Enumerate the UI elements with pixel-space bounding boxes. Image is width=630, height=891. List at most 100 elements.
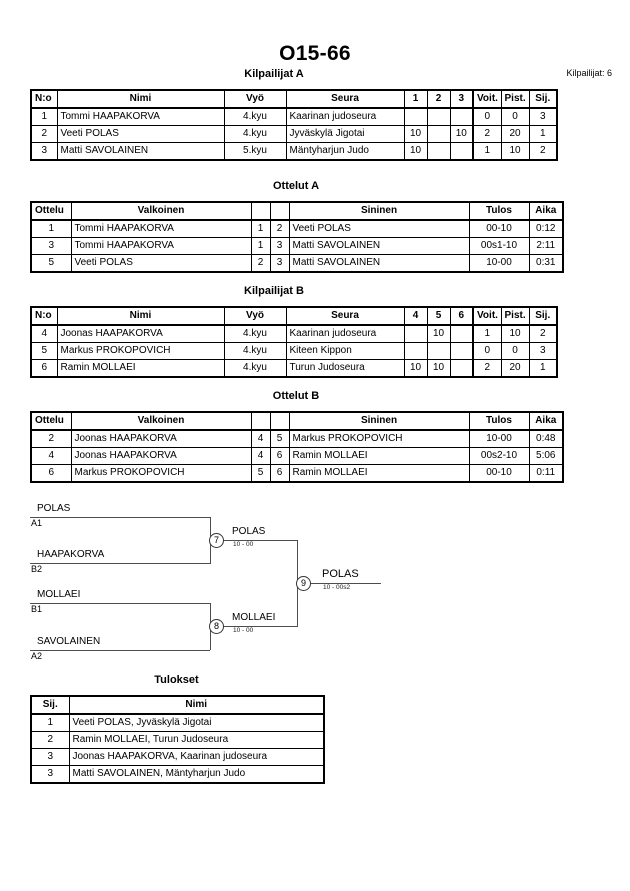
table-row: 3 Tommi HAAPAKORVA 1 3 Matti SAVOLAINEN … (30, 237, 564, 255)
cell-rank: 2 (528, 324, 558, 343)
col-match-1: 1 (403, 89, 428, 109)
cell-points: 20 (500, 125, 530, 143)
cell-result: 10-00 (468, 254, 530, 273)
col-rank: Sij. (528, 89, 558, 109)
cell-white-no: 4 (250, 447, 271, 465)
cell-blue-no: 2 (269, 219, 290, 238)
col-club: Seura (285, 306, 405, 326)
cell-rank: 3 (528, 107, 558, 126)
cell-belt: 4.kyu (223, 359, 287, 378)
cell-wins: 0 (472, 342, 502, 360)
col-points: Pist. (500, 306, 530, 326)
cell-match-2 (426, 142, 451, 161)
cell-rank: 1 (528, 125, 558, 143)
cell-club: Kaarinan judoseura (285, 107, 405, 126)
table-row: 2 Veeti POLAS 4.kyu Jyväskylä Jigotai 10… (30, 125, 558, 143)
cell-match-1: 10 (403, 142, 428, 161)
cell-no: 3 (30, 142, 58, 161)
cell-wins: 2 (472, 125, 502, 143)
table-row: 1 Veeti POLAS, Jyväskylä Jigotai (30, 713, 325, 732)
cell-match-5: 10 (426, 359, 451, 378)
cell-belt: 4.kyu (223, 342, 287, 360)
cell-wins: 0 (472, 107, 502, 126)
bracket-entry-name: POLAS (37, 503, 71, 514)
table-header-row: Ottelu Valkoinen Sininen Tulos Aika (30, 201, 564, 221)
table-header-row: N:o Nimi Vyö Seura 1 2 3 Voit. Pist. Sij… (30, 89, 558, 109)
cell-blue-no: 3 (269, 254, 290, 273)
bracket-semifinal-winner: MOLLAEI (232, 612, 276, 623)
bracket-entry-name: MOLLAEI (37, 589, 81, 600)
cell-club: Kaarinan judoseura (285, 324, 405, 343)
cell-white: Joonas HAAPAKORVA (70, 429, 252, 448)
cell-no: 4 (30, 324, 58, 343)
col-blue-no (269, 201, 290, 221)
col-name: Nimi (68, 695, 325, 715)
table-row: 5 Markus PROKOPOVICH 4.kyu Kiteen Kippon… (30, 342, 558, 360)
col-match-6: 6 (449, 306, 474, 326)
table-row: 4 Joonas HAAPAKORVA 4 6 Ramin MOLLAEI 00… (30, 447, 564, 465)
bracket-entry-seed: A1 (31, 518, 43, 528)
cell-name: Ramin MOLLAEI (56, 359, 225, 378)
matches-b-table: Ottelu Valkoinen Sininen Tulos Aika 2 Jo… (30, 411, 564, 483)
cell-wins: 1 (472, 142, 502, 161)
cell-name: Veeti POLAS, Jyväskylä Jigotai (68, 713, 325, 732)
cell-points: 0 (500, 107, 530, 126)
table-row: 1 Tommi HAAPAKORVA 4.kyu Kaarinan judose… (30, 107, 558, 126)
bracket-champion: POLAS (322, 568, 359, 580)
bracket-line (311, 583, 381, 584)
cell-club: Turun Judoseura (285, 359, 405, 378)
cell-time: 2:11 (528, 237, 564, 255)
cell-white: Markus PROKOPOVICH (70, 464, 252, 483)
col-match-3: 3 (449, 89, 474, 109)
elimination-bracket: POLAS A1 HAAPAKORVA B2 7 POLAS 10 - 00 M… (0, 495, 630, 675)
table-row: 2 Joonas HAAPAKORVA 4 5 Markus PROKOPOVI… (30, 429, 564, 448)
cell-match-4 (403, 342, 428, 360)
bracket-line (224, 626, 297, 627)
cell-match-5: 10 (426, 324, 451, 343)
col-result: Tulos (468, 411, 530, 431)
matches-a-table: Ottelu Valkoinen Sininen Tulos Aika 1 To… (30, 201, 564, 273)
col-club: Seura (285, 89, 405, 109)
cell-rank: 2 (528, 142, 558, 161)
cell-belt: 4.kyu (223, 107, 287, 126)
cell-match-5 (426, 342, 451, 360)
col-name: Nimi (56, 306, 225, 326)
col-time: Aika (528, 411, 564, 431)
cell-white-no: 1 (250, 219, 271, 238)
cell-club: Jyväskylä Jigotai (285, 125, 405, 143)
cell-name: Matti SAVOLAINEN, Mäntyharjun Judo (68, 765, 325, 784)
matches-a-title: Ottelut A (272, 180, 320, 192)
bracket-match-node: 7 (209, 533, 224, 548)
cell-belt: 4.kyu (223, 125, 287, 143)
cell-blue: Ramin MOLLAEI (288, 464, 470, 483)
cell-match-3: 10 (449, 125, 474, 143)
cell-name: Joonas HAAPAKORVA (56, 324, 225, 343)
col-match-no: Ottelu (30, 411, 72, 431)
cell-points: 10 (500, 324, 530, 343)
bracket-entry-name: SAVOLAINEN (37, 636, 101, 647)
cell-match-no: 1 (30, 219, 72, 238)
cell-match-3 (449, 142, 474, 161)
cell-name: Matti SAVOLAINEN (56, 142, 225, 161)
col-match-no: Ottelu (30, 201, 72, 221)
table-header-row: N:o Nimi Vyö Seura 4 5 6 Voit. Pist. Sij… (30, 306, 558, 326)
col-blue: Sininen (288, 411, 470, 431)
cell-match-2 (426, 107, 451, 126)
cell-match-6 (449, 359, 474, 378)
cell-time: 5:06 (528, 447, 564, 465)
col-white-no (250, 411, 271, 431)
cell-blue-no: 3 (269, 237, 290, 255)
col-no: N:o (30, 89, 58, 109)
cell-name: Markus PROKOPOVICH (56, 342, 225, 360)
col-white: Valkoinen (70, 201, 252, 221)
results-table: Sij. Nimi 1 Veeti POLAS, Jyväskylä Jigot… (30, 695, 325, 784)
cell-result: 00s2-10 (468, 447, 530, 465)
pool-b-title: Kilpailijat B (244, 285, 304, 297)
cell-match-3 (449, 107, 474, 126)
cell-match-1 (403, 107, 428, 126)
table-row: 6 Ramin MOLLAEI 4.kyu Turun Judoseura 10… (30, 359, 558, 378)
col-belt: Vyö (223, 89, 287, 109)
page-title: O15-66 (279, 42, 351, 65)
bracket-semifinal-winner: POLAS (232, 526, 266, 537)
entrants-count: Kilpailijat: 6 (566, 68, 612, 78)
